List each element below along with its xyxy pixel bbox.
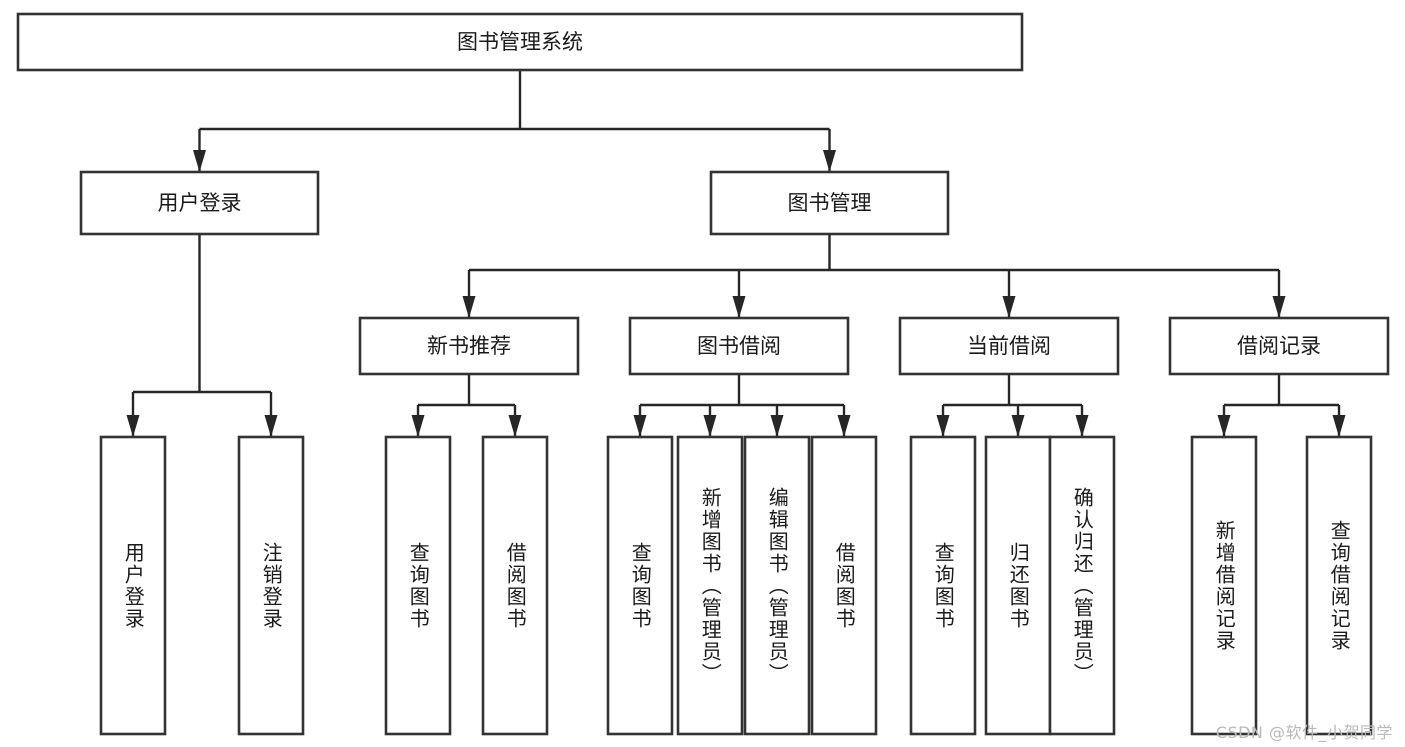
- node-root-label: 图书管理系统: [457, 30, 583, 54]
- node-user-login[interactable]: 用户登录: [79, 170, 320, 236]
- node-leaf-borrow-book-recommend[interactable]: [481, 435, 549, 736]
- new-book-recommend-to-leaves-arrow-1: [508, 415, 522, 437]
- node-book-borrow-label: 图书借阅: [697, 334, 781, 358]
- node-leaf-return-book-box[interactable]: [984, 435, 1052, 736]
- node-leaf-add-borrow-record[interactable]: [1190, 435, 1258, 736]
- node-borrow-record[interactable]: 借阅记录: [1168, 316, 1390, 376]
- node-leaf-add-book-box[interactable]: [676, 435, 744, 736]
- node-leaf-edit-book[interactable]: [743, 435, 811, 736]
- book-borrow-to-leaves-arrow-1: [703, 415, 717, 437]
- book-manage-to-level3-arrow-2: [1002, 296, 1016, 318]
- node-leaf-query-book-recommend[interactable]: [384, 435, 452, 736]
- node-leaf-query-book-current[interactable]: [909, 435, 977, 736]
- node-leaf-user-login[interactable]: [99, 435, 167, 736]
- node-leaf-query-book-borrow-box[interactable]: [606, 435, 674, 736]
- node-leaf-query-borrow-record[interactable]: [1305, 435, 1373, 736]
- node-current-borrow-box[interactable]: [898, 316, 1120, 376]
- root-to-level2-arrow-0: [193, 150, 206, 172]
- node-root-box[interactable]: [16, 12, 1024, 72]
- node-book-borrow-box[interactable]: [628, 316, 850, 376]
- node-leaf-return-book[interactable]: [984, 435, 1052, 736]
- node-leaf-borrow-book[interactable]: [810, 435, 878, 736]
- node-user-login-box[interactable]: [79, 170, 320, 236]
- node-leaf-add-book[interactable]: [676, 435, 744, 736]
- book-borrow-to-leaves-arrow-0: [633, 415, 647, 437]
- borrow-record-to-leaves-arrow-1: [1332, 415, 1346, 437]
- node-book-manage-label: 图书管理: [788, 191, 872, 215]
- node-user-login-label: 用户登录: [158, 191, 242, 215]
- book-borrow-to-leaves-arrow-3: [837, 415, 851, 437]
- book-manage-to-level3-arrow-3: [1272, 296, 1286, 318]
- current-borrow-to-leaves-arrow-1: [1011, 415, 1025, 437]
- node-leaf-borrow-book-recommend-box[interactable]: [481, 435, 549, 736]
- root-to-level2-arrow-1: [823, 150, 836, 172]
- node-leaf-confirm-return-box[interactable]: [1048, 435, 1116, 736]
- new-book-recommend-to-leaves-arrow-0: [411, 415, 425, 437]
- node-book-manage-box[interactable]: [709, 170, 950, 236]
- book-borrow-to-leaves-arrow-2: [770, 415, 784, 437]
- node-current-borrow[interactable]: 当前借阅: [898, 316, 1120, 376]
- node-root[interactable]: 图书管理系统: [16, 12, 1024, 72]
- node-book-manage[interactable]: 图书管理: [709, 170, 950, 236]
- node-leaf-edit-book-box[interactable]: [743, 435, 811, 736]
- node-leaf-query-book-recommend-box[interactable]: [384, 435, 452, 736]
- node-leaf-query-borrow-record-box[interactable]: [1305, 435, 1373, 736]
- node-leaf-user-login-box[interactable]: [99, 435, 167, 736]
- current-borrow-to-leaves-arrow-2: [1075, 415, 1089, 437]
- node-current-borrow-label: 当前借阅: [967, 334, 1051, 358]
- book-manage-to-level3-arrow-1: [732, 296, 746, 318]
- user-login-to-leaves-arrow-0: [126, 415, 140, 437]
- connector-layer: [126, 70, 1346, 437]
- node-leaf-query-book-current-box[interactable]: [909, 435, 977, 736]
- book-manage-to-level3-arrow-0: [462, 296, 476, 318]
- node-borrow-record-box[interactable]: [1168, 316, 1390, 376]
- watermark: CSDN @软件_小贺同学: [1215, 723, 1393, 742]
- node-leaf-confirm-return[interactable]: [1048, 435, 1116, 736]
- node-leaf-user-logout-box[interactable]: [237, 435, 305, 736]
- node-leaf-add-borrow-record-box[interactable]: [1190, 435, 1258, 736]
- node-new-book-recommend[interactable]: 新书推荐: [358, 316, 580, 376]
- current-borrow-to-leaves-arrow-0: [936, 415, 950, 437]
- node-leaf-user-logout[interactable]: [237, 435, 305, 736]
- node-borrow-record-label: 借阅记录: [1237, 334, 1321, 358]
- node-leaf-borrow-book-box[interactable]: [810, 435, 878, 736]
- node-new-book-recommend-box[interactable]: [358, 316, 580, 376]
- borrow-record-to-leaves-arrow-0: [1217, 415, 1231, 437]
- node-leaf-query-book-borrow[interactable]: [606, 435, 674, 736]
- node-new-book-recommend-label: 新书推荐: [427, 334, 511, 358]
- node-book-borrow[interactable]: 图书借阅: [628, 316, 850, 376]
- user-login-to-leaves-arrow-1: [264, 415, 278, 437]
